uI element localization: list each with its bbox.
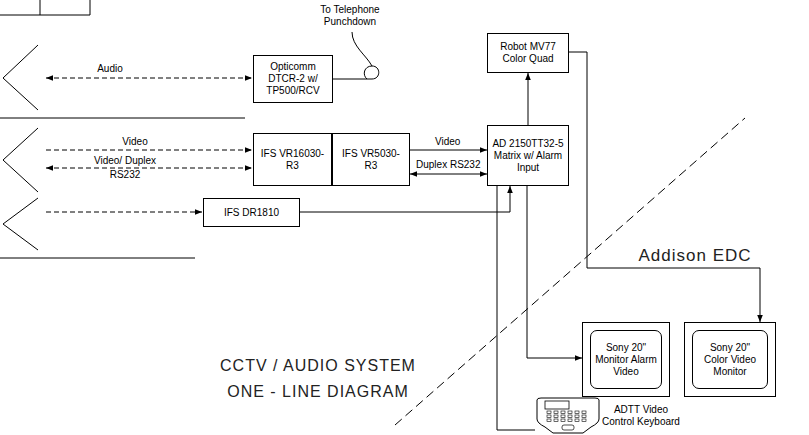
equipment-box: IFS VR5030-R3 [332, 133, 410, 186]
node-text: Sony 20" Color Video Monitor [699, 342, 761, 378]
signal-connector [497, 186, 535, 430]
video-line [46, 150, 252, 151]
node-text: Sony 20" Monitor Alarm Video [595, 342, 657, 378]
signal-name: Video/ Duplex RS232 [80, 154, 170, 182]
matrix-box: AD 2150TT32-5 Matrix w/ Alarm Input [487, 125, 569, 186]
node-text: IFS DR1810 [212, 207, 292, 219]
node-text: Robot MV77 Color Quad [497, 41, 559, 65]
audio-line [46, 78, 252, 79]
signal-connector [300, 186, 510, 212]
top-fragment [40, 0, 90, 15]
monitor: Sony 20" Monitor Alarm Video [582, 322, 670, 397]
node-text: ADTT Video Control Keyboard [601, 404, 681, 428]
node-text: IFS VR5030-R3 [336, 148, 406, 172]
duplex-line [46, 168, 252, 169]
boundary-line [0, 258, 195, 259]
signal-name: Video [434, 136, 461, 148]
equipment-box: IFS DR1810 [203, 198, 300, 227]
link-chevron [3, 45, 38, 110]
node-text: Opticomm DTCR-2 w/ TP500/RCV [262, 61, 324, 97]
site-name: Addison EDC [600, 245, 790, 267]
signal-connector [569, 52, 760, 322]
signal-name: Duplex RS232 [415, 159, 481, 171]
monitor: Sony 20" Color Video Monitor [684, 322, 776, 397]
callout-text: To Telephone Punchdown [300, 4, 400, 28]
equipment-box: Robot MV77 Color Quad [487, 33, 569, 73]
top-fragment [0, 0, 40, 15]
signal-connector [528, 73, 529, 125]
equipment-box: Opticomm DTCR-2 w/ TP500/RCV [253, 55, 333, 103]
link-chevron [3, 128, 38, 192]
node-text: AD 2150TT32-5 Matrix w/ Alarm Input [492, 138, 564, 174]
signal-connector [527, 186, 582, 358]
signal-connector [410, 174, 487, 175]
keyboard: ADTT Video Control Keyboard [535, 397, 695, 435]
signal-name: Audio [85, 63, 135, 75]
signal-connector [410, 150, 487, 151]
boundary-line [0, 118, 245, 119]
link-chevron [3, 198, 38, 250]
alarm-line [46, 212, 202, 213]
node-text: IFS VR16030-R3 [258, 148, 328, 172]
equipment-box: IFS VR16030-R3 [253, 133, 332, 186]
keyboard-icon [535, 397, 601, 435]
diagram-title: CCTV / AUDIO SYSTEM ONE - LINE DIAGRAM [200, 353, 436, 405]
telephone-line [333, 32, 379, 79]
signal-name: Video [110, 136, 160, 148]
